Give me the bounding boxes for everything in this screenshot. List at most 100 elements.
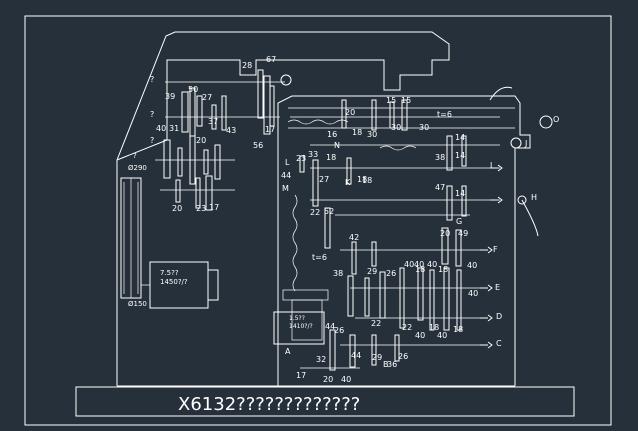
gear-label: 40 (404, 260, 414, 269)
gear (429, 269, 435, 331)
gear-label: 40 (427, 260, 437, 269)
leadscrews (287, 119, 417, 292)
gear (389, 101, 395, 129)
gear-label: 20 (440, 229, 450, 238)
gear-label: O (553, 115, 559, 124)
gear-label: B (383, 360, 389, 369)
gear-label: 17 (296, 371, 306, 380)
gears (163, 69, 467, 371)
gear-label: 28 (242, 61, 252, 70)
shafts (155, 81, 500, 369)
handwheel-icon[interactable] (510, 137, 522, 149)
gear-label: 20 (345, 108, 355, 117)
gear-label: 38 (435, 153, 445, 162)
gear (401, 99, 408, 131)
gear (221, 95, 227, 131)
gear-label: J (524, 139, 527, 148)
gear (399, 267, 405, 329)
gear-label: 20 (323, 375, 333, 384)
gear (394, 334, 400, 362)
motor-speed: 1450?/? (160, 278, 188, 286)
gear-label: 30 (419, 123, 429, 132)
motor-power: 7.5?? (160, 269, 179, 277)
machine-outline (116, 31, 531, 387)
gear-label: 20 (196, 136, 206, 145)
gear-label: 29 (372, 353, 382, 362)
gear-label: 26 (334, 326, 344, 335)
gear-label: 22 (402, 323, 412, 332)
gear (269, 85, 275, 127)
gear-label: 15 (386, 96, 396, 105)
gear (324, 207, 331, 249)
gear (189, 87, 196, 137)
gear-label: 22 (310, 208, 320, 217)
gear (461, 135, 467, 167)
gear-label: 49 (458, 229, 468, 238)
gear-label: 16 (327, 130, 337, 139)
gear-label: 38 (333, 269, 343, 278)
gear-label: 27 (319, 175, 329, 184)
arrow-icon (487, 284, 493, 292)
gear (446, 185, 453, 221)
gear (163, 139, 171, 179)
gear-label: 31 (169, 124, 179, 133)
gear-label: 29 (367, 267, 377, 276)
gear (341, 99, 347, 129)
gear-label: 18 (453, 325, 463, 334)
gear-label: D (496, 312, 502, 321)
gear-label: M (282, 184, 289, 193)
feed-motor (273, 311, 325, 345)
gear-label: 33 (308, 150, 318, 159)
gear (329, 329, 336, 371)
gear (205, 175, 213, 211)
gear-label: 30 (367, 130, 377, 139)
gear-label: ? (150, 136, 154, 145)
gear-label: 17 (265, 125, 275, 134)
gear (177, 147, 183, 177)
gear (312, 159, 319, 207)
gear-label: 47 (435, 183, 445, 192)
gear-label: 14 (455, 151, 465, 160)
gear-label: A (285, 347, 291, 356)
gear (175, 179, 181, 203)
gear (181, 91, 189, 133)
gear (371, 334, 377, 366)
gear (371, 99, 377, 131)
gear-label: N (334, 141, 340, 150)
gear (189, 135, 196, 185)
gear-label: I (490, 161, 492, 170)
handwheel-icon[interactable] (539, 115, 553, 129)
pulley-top-diameter: Ø290 (128, 164, 147, 172)
gear-label: 18 (362, 176, 372, 185)
gear-label: t=6 (312, 253, 327, 262)
arrow-icon (487, 314, 493, 322)
gear-label: 44 (325, 322, 335, 331)
gear-label: E (495, 283, 500, 292)
gear (455, 229, 462, 267)
gear (195, 177, 201, 209)
gear-label: 56 (253, 141, 263, 150)
gear (349, 334, 356, 368)
gear-label: 43 (226, 126, 236, 135)
title-block (75, 386, 575, 417)
gear-label: 67 (266, 55, 276, 64)
gear-label: 20 (172, 204, 182, 213)
gear-label: 42 (349, 233, 359, 242)
gear-label: 15 (401, 96, 411, 105)
gear-label: K (345, 178, 351, 187)
gear-label: H (531, 193, 537, 202)
drawing-frame (24, 15, 612, 426)
main-motor (141, 261, 219, 309)
handwheels (280, 74, 553, 237)
gear-label: ? (150, 75, 154, 84)
feed-motor-speed: 1410?/? (289, 323, 313, 330)
gear (443, 267, 450, 331)
gear-label: 22 (371, 319, 381, 328)
gear-label: 18 (326, 153, 336, 162)
handwheel-icon[interactable] (517, 195, 527, 205)
gear-label: F (493, 245, 498, 254)
gear-label: 40 (468, 289, 478, 298)
gear-label: 40 (341, 375, 351, 384)
arrow-icon (487, 246, 493, 254)
